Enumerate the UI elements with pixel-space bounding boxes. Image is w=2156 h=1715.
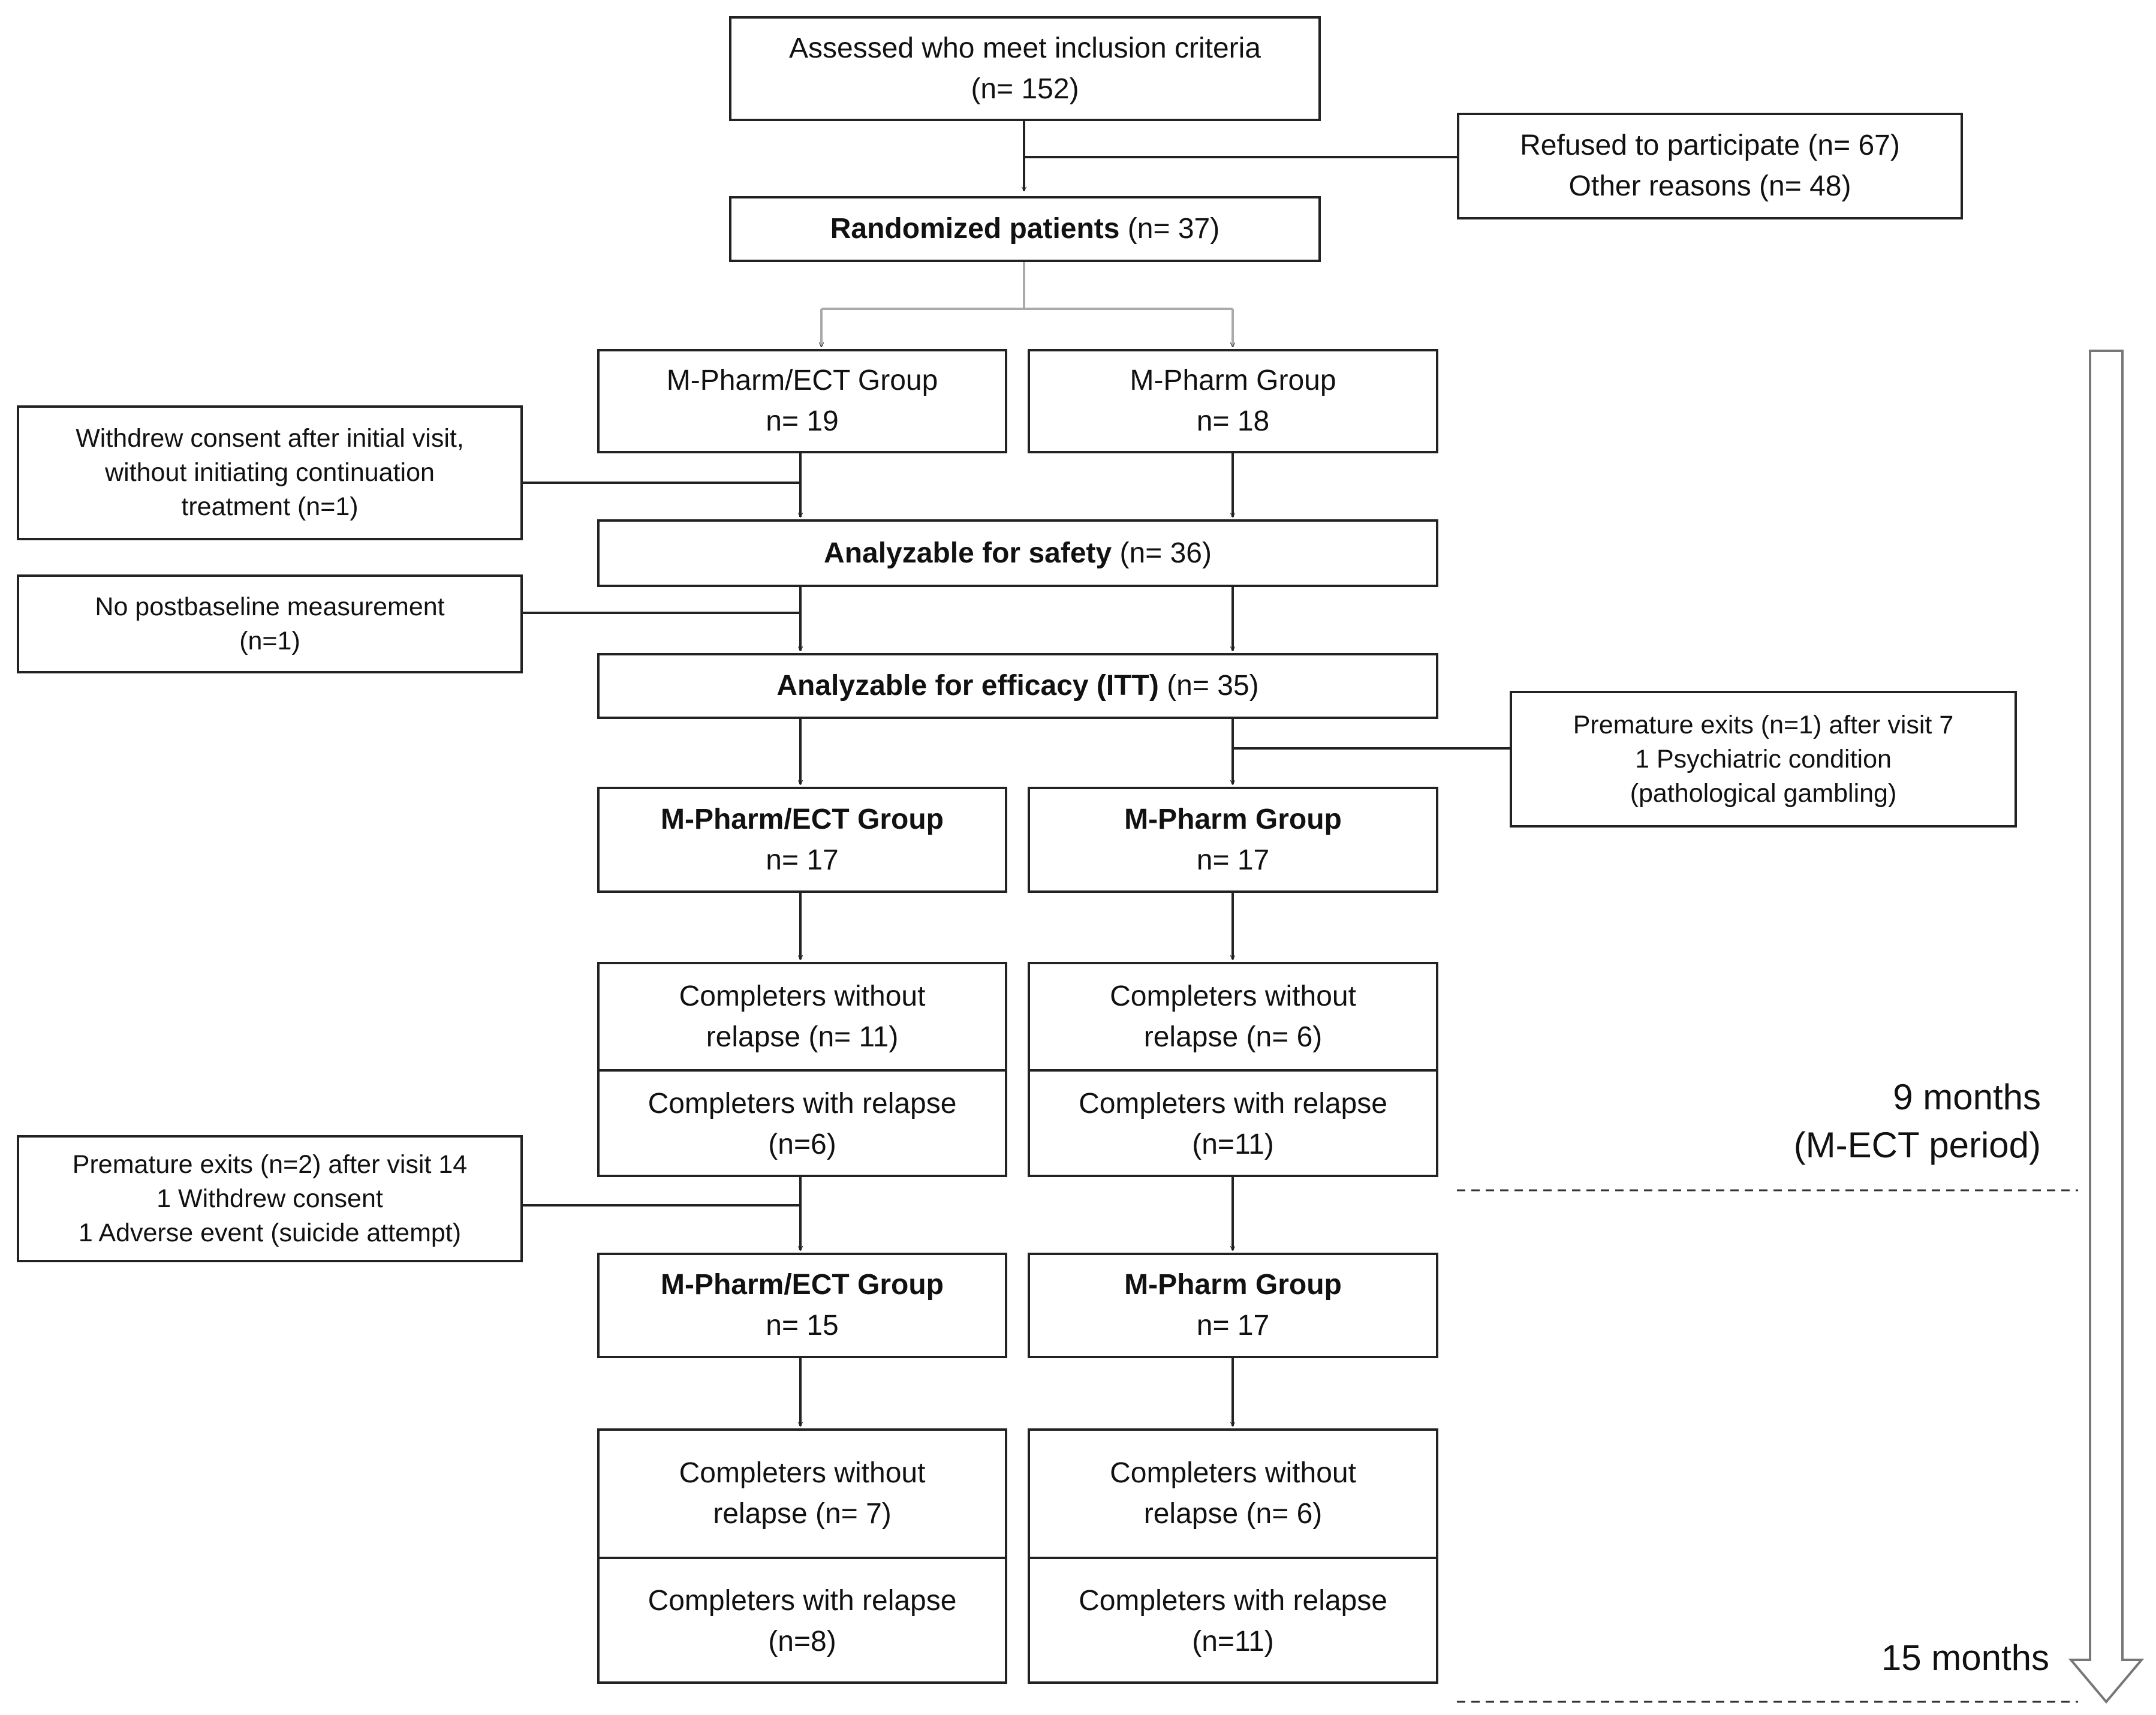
pharm-group-box-3: M-Pharm Group n= 17 — [1028, 1253, 1438, 1358]
efficacy-label: Analyzable for efficacy (ITT) — [776, 670, 1159, 702]
randomized-count: (n= 37) — [1119, 213, 1220, 245]
ect-completers-without-relapse-2: Completers without relapse (n= 7) — [600, 1431, 1005, 1557]
pharm-completers-with-relapse-2: Completers with relapse (n=11) — [1030, 1557, 1436, 1684]
ect-completers-with-relapse-2: Completers with relapse (n=8) — [600, 1557, 1005, 1684]
nine-months-text: 9 months — [1893, 1077, 2041, 1117]
outcome-label: Completers without — [679, 980, 926, 1012]
outcome-label: Completers with relapse — [1079, 1088, 1387, 1120]
outcome-label: Completers without — [679, 1457, 926, 1489]
outcome-count: (n=6) — [768, 1129, 836, 1160]
pharm-group-box-1: M-Pharm Group n= 18 — [1028, 349, 1438, 453]
ect-group-box-1: M-Pharm/ECT Group n= 19 — [597, 349, 1007, 453]
timeline-arrow — [2068, 350, 2145, 1704]
ect-outcome-box-1: Completers without relapse (n= 11) Compl… — [597, 962, 1007, 1177]
ect-completers-with-relapse-1: Completers with relapse (n=6) — [600, 1069, 1005, 1177]
pharm-completers-without-relapse-1: Completers without relapse (n= 6) — [1030, 964, 1436, 1069]
pharm-group-label-1: M-Pharm Group — [1130, 365, 1336, 396]
outcome-label: Completers with relapse — [1079, 1585, 1387, 1617]
ect-group-label-1: M-Pharm/ECT Group — [666, 365, 938, 396]
pharm-group-label-3: M-Pharm Group — [1124, 1269, 1342, 1301]
outcome-count: (n=8) — [768, 1626, 836, 1657]
premature-exit-2-line-1: Premature exits (n=2) after visit 14 — [72, 1150, 468, 1179]
pharm-group-box-2: M-Pharm Group n= 17 — [1028, 787, 1438, 893]
outcome-count: (n=11) — [1192, 1626, 1274, 1657]
pharm-completers-without-relapse-2: Completers without relapse (n= 6) — [1030, 1431, 1436, 1557]
ect-group-label-3: M-Pharm/ECT Group — [660, 1269, 944, 1301]
pharm-group-label-2: M-Pharm Group — [1124, 803, 1342, 835]
other-reasons-label: Other reasons (n= 48) — [1568, 170, 1851, 202]
safety-box: Analyzable for safety (n= 36) — [597, 519, 1438, 587]
withdrew-line-1: Withdrew consent after initial visit, — [76, 424, 464, 453]
fifteen-months-label: 15 months — [1881, 1634, 2049, 1682]
no-postbaseline-label: No postbaseline measurement — [95, 592, 445, 621]
premature-exit-2-line-2: 1 Withdrew consent — [156, 1184, 383, 1213]
premature-exit-box-1: Premature exits (n=1) after visit 7 1 Ps… — [1510, 691, 2017, 828]
outcome-count: relapse (n= 6) — [1143, 1021, 1323, 1053]
outcome-label: Completers without — [1110, 980, 1356, 1012]
pharm-outcome-box-1: Completers without relapse (n= 6) Comple… — [1028, 962, 1438, 1177]
outcome-count: relapse (n= 6) — [1143, 1498, 1323, 1530]
outcome-label: Completers without — [1110, 1457, 1356, 1489]
premature-exit-1-line-3: (pathological gambling) — [1630, 778, 1897, 808]
pharm-outcome-box-2: Completers without relapse (n= 6) Comple… — [1028, 1428, 1438, 1684]
withdrew-box: Withdrew consent after initial visit, wi… — [17, 405, 523, 540]
outcome-label: Completers with relapse — [648, 1585, 957, 1617]
safety-label: Analyzable for safety — [824, 537, 1112, 569]
randomized-box: Randomized patients (n= 37) — [729, 196, 1321, 262]
assessed-box: Assessed who meet inclusion criteria (n=… — [729, 16, 1321, 121]
refused-label: Refused to participate (n= 67) — [1520, 130, 1900, 161]
pharm-group-count-3: n= 17 — [1196, 1310, 1270, 1341]
withdrew-line-3: treatment (n=1) — [181, 492, 359, 521]
excluded-box: Refused to participate (n= 67) Other rea… — [1457, 113, 1963, 219]
ect-group-count-3: n= 15 — [766, 1310, 839, 1341]
efficacy-box: Analyzable for efficacy (ITT) (n= 35) — [597, 653, 1438, 719]
ect-outcome-box-2: Completers without relapse (n= 7) Comple… — [597, 1428, 1007, 1684]
ect-group-count-1: n= 19 — [766, 405, 839, 437]
withdrew-line-2: without initiating continuation — [105, 458, 435, 487]
assessed-label: Assessed who meet inclusion criteria — [788, 32, 1261, 64]
ect-group-count-2: n= 17 — [766, 844, 839, 876]
efficacy-count: (n= 35) — [1158, 670, 1259, 702]
ect-group-box-3: M-Pharm/ECT Group n= 15 — [597, 1253, 1007, 1358]
nine-months-label: 9 months (M-ECT period) — [1794, 1073, 2041, 1169]
pharm-group-count-1: n= 18 — [1196, 405, 1270, 437]
outcome-label: Completers with relapse — [648, 1088, 957, 1120]
ect-completers-without-relapse-1: Completers without relapse (n= 11) — [600, 964, 1005, 1069]
pharm-completers-with-relapse-1: Completers with relapse (n=11) — [1030, 1069, 1436, 1177]
no-postbaseline-box: No postbaseline measurement (n=1) — [17, 574, 523, 673]
m-ect-period-text: (M-ECT period) — [1793, 1125, 2041, 1165]
pharm-group-count-2: n= 17 — [1196, 844, 1270, 876]
fifteen-months-text: 15 months — [1881, 1638, 2049, 1678]
randomized-label: Randomized patients — [830, 213, 1120, 245]
premature-exit-1-line-2: 1 Psychiatric condition — [1635, 744, 1892, 774]
premature-exit-1-line-1: Premature exits (n=1) after visit 7 — [1573, 710, 1954, 739]
premature-exit-2-line-3: 1 Adverse event (suicide attempt) — [78, 1218, 462, 1247]
premature-exit-box-2: Premature exits (n=2) after visit 14 1 W… — [17, 1135, 523, 1262]
outcome-count: relapse (n= 7) — [713, 1498, 892, 1530]
ect-group-label-2: M-Pharm/ECT Group — [660, 803, 944, 835]
ect-group-box-2: M-Pharm/ECT Group n= 17 — [597, 787, 1007, 893]
no-postbaseline-count: (n=1) — [239, 626, 300, 655]
assessed-count: (n= 152) — [971, 73, 1079, 105]
outcome-count: (n=11) — [1192, 1129, 1274, 1160]
safety-count: (n= 36) — [1112, 537, 1212, 569]
outcome-count: relapse (n= 11) — [706, 1021, 899, 1053]
